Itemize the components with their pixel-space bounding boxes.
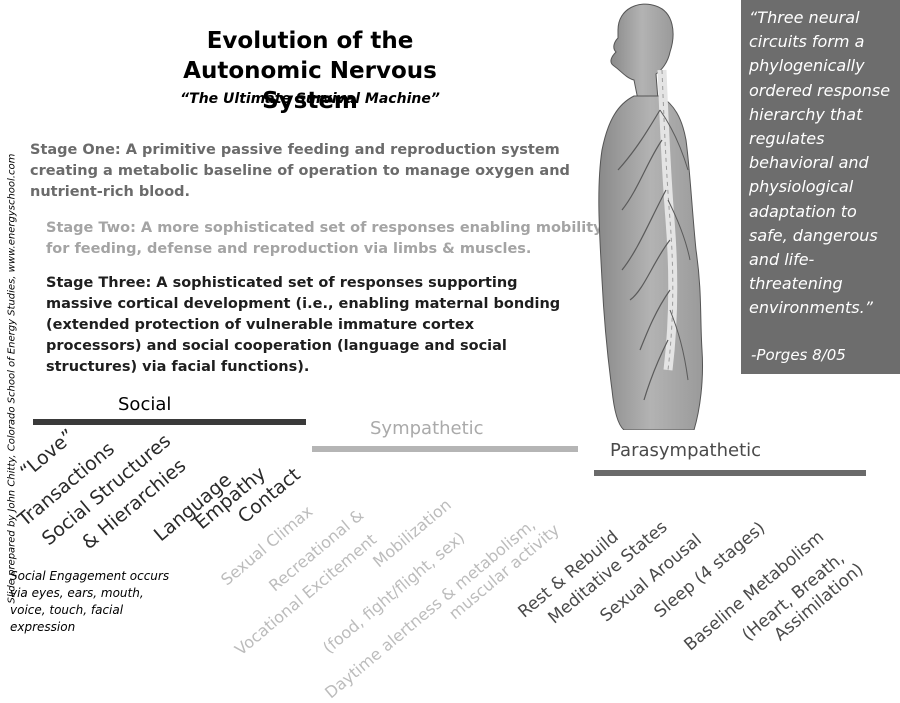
social-label: Social bbox=[118, 394, 172, 415]
stage-one-text: Stage One: A primitive passive feeding a… bbox=[30, 142, 570, 200]
sympathetic-bar bbox=[312, 446, 578, 452]
parasympathetic-bar bbox=[594, 470, 866, 476]
porges-quote: “Three neural circuits form a phylogenic… bbox=[749, 8, 891, 318]
stage-three-text: Stage Three: A sophisticated set of resp… bbox=[46, 275, 561, 375]
sympathetic-item-sexual-climax: Sexual Climax bbox=[217, 501, 317, 590]
title-line-2: Autonomic Nervous System bbox=[183, 58, 437, 114]
quote-box: “Three neural circuits form a phylogenic… bbox=[741, 0, 900, 374]
social-bar bbox=[33, 419, 306, 425]
social-engagement-note: Social Engagement occurs via eyes, ears,… bbox=[10, 569, 170, 634]
quote-attribution: -Porges 8/05 bbox=[751, 346, 846, 364]
page-title: Evolution of the Autonomic Nervous Syste… bbox=[150, 26, 470, 116]
sympathetic-label: Sympathetic bbox=[370, 418, 484, 439]
parasympathetic-label: Parasympathetic bbox=[610, 440, 762, 461]
human-nervous-system-illustration bbox=[598, 3, 704, 430]
title-line-1: Evolution of the bbox=[206, 28, 414, 54]
slide-credit: Slide prepared by John Chitty, Colorado … bbox=[6, 153, 18, 604]
stage-two-text: Stage Two: A more sophisticated set of r… bbox=[46, 220, 603, 257]
page-subtitle: “The Ultimate Survival Machine” bbox=[180, 91, 440, 107]
